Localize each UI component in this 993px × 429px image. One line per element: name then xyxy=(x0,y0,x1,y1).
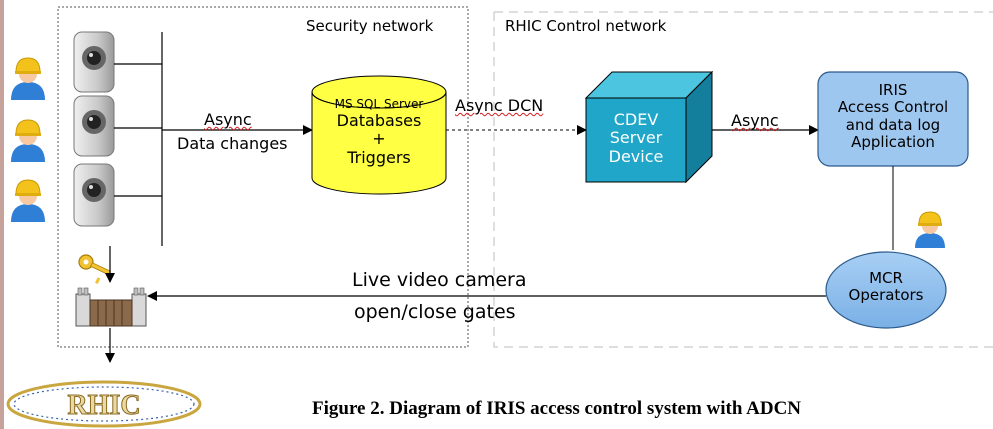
left-edge-strip xyxy=(0,0,4,429)
camera-bus xyxy=(114,32,163,246)
cdev-label: CDEV Server Device xyxy=(586,110,686,166)
rhic-control-network-label: RHIC Control network xyxy=(505,17,667,35)
worker-icon xyxy=(11,179,45,222)
iris-line-3: and data log xyxy=(845,115,941,134)
db-line-1: MS SQL Server xyxy=(334,97,424,111)
async-label: Async xyxy=(204,110,252,129)
open-close-gates-label: open/close gates xyxy=(354,301,516,323)
iris-label: IRIS Access Control and data log Applica… xyxy=(818,81,968,151)
camera-icon xyxy=(73,95,115,157)
mcr-label: MCR Operators xyxy=(826,269,946,305)
db-line-2: Databases xyxy=(336,110,422,130)
worker-icon xyxy=(11,57,45,100)
db-line-4: Triggers xyxy=(347,147,411,167)
iris-line-2: Access Control xyxy=(837,98,949,117)
async-label-2: Async xyxy=(731,111,779,130)
svg-text:RHIC: RHIC xyxy=(67,390,140,421)
worker-icon xyxy=(11,119,45,162)
figure-caption: Figure 2. Diagram of IRIS access control… xyxy=(312,398,802,419)
key-icon xyxy=(78,254,111,285)
live-video-label: Live video camera xyxy=(352,269,527,291)
cdev-cube xyxy=(584,70,714,184)
security-network-zone xyxy=(57,6,469,348)
camera-icon xyxy=(73,31,115,93)
rhic-control-network-zone xyxy=(493,11,993,348)
worker-icon xyxy=(915,211,945,248)
mcr-line-2: Operators xyxy=(848,286,924,305)
mcr-line-1: MCR xyxy=(869,269,903,287)
database-cylinder xyxy=(311,75,447,195)
rhic-logo: RHIC xyxy=(6,380,202,428)
data-changes-label: Data changes xyxy=(177,134,288,153)
mcr-operators-ellipse xyxy=(825,251,947,329)
cdev-line-3: Device xyxy=(608,146,664,166)
db-line-3: + xyxy=(372,129,386,149)
security-network-label: Security network xyxy=(306,17,434,35)
cdev-line-1: CDEV xyxy=(613,110,659,129)
camera-icon xyxy=(73,163,115,227)
async-dcn-label: Async DCN xyxy=(455,96,544,115)
iris-line-1: IRIS xyxy=(878,81,908,99)
gate-icon xyxy=(75,287,147,327)
cdev-line-2: Server xyxy=(609,128,663,148)
iris-line-4: Application xyxy=(851,132,935,151)
database-label: MS SQL Server Databases + Triggers xyxy=(312,97,446,167)
